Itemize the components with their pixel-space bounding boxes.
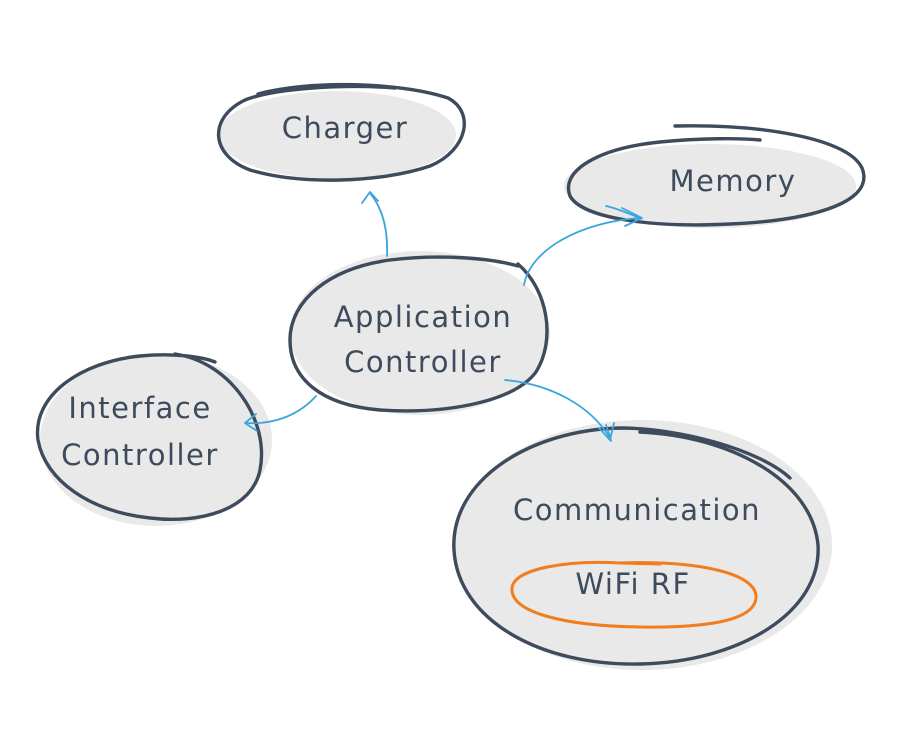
node-wifi-rf: WiFi RF	[510, 560, 758, 629]
node-charger: Charger	[216, 82, 466, 182]
node-communication: Communication WiFi RF	[452, 420, 832, 670]
edge-app-to-memory	[523, 205, 643, 286]
arrowhead-icon	[361, 191, 379, 204]
memory-label: Memory	[670, 164, 797, 198]
application-controller-line2: Controller	[344, 345, 502, 379]
arrowhead-icon	[244, 413, 258, 432]
communication-label: Communication	[513, 493, 761, 527]
edge-app-to-communication	[504, 379, 615, 442]
node-application-controller: Application Controller	[288, 251, 550, 415]
edge-app-to-charger	[361, 191, 389, 257]
arrowhead-icon	[621, 207, 643, 227]
application-controller-line1: Application	[334, 300, 513, 334]
charger-label: Charger	[282, 111, 409, 145]
wifi-rf-label: WiFi RF	[575, 567, 690, 601]
interface-controller-line2: Controller	[61, 438, 219, 472]
interface-controller-line1: Interface	[68, 391, 211, 425]
node-memory: Memory	[564, 124, 866, 228]
node-interface-controller: Interface Controller	[35, 352, 272, 526]
edge-app-to-interface-controller	[244, 395, 317, 432]
